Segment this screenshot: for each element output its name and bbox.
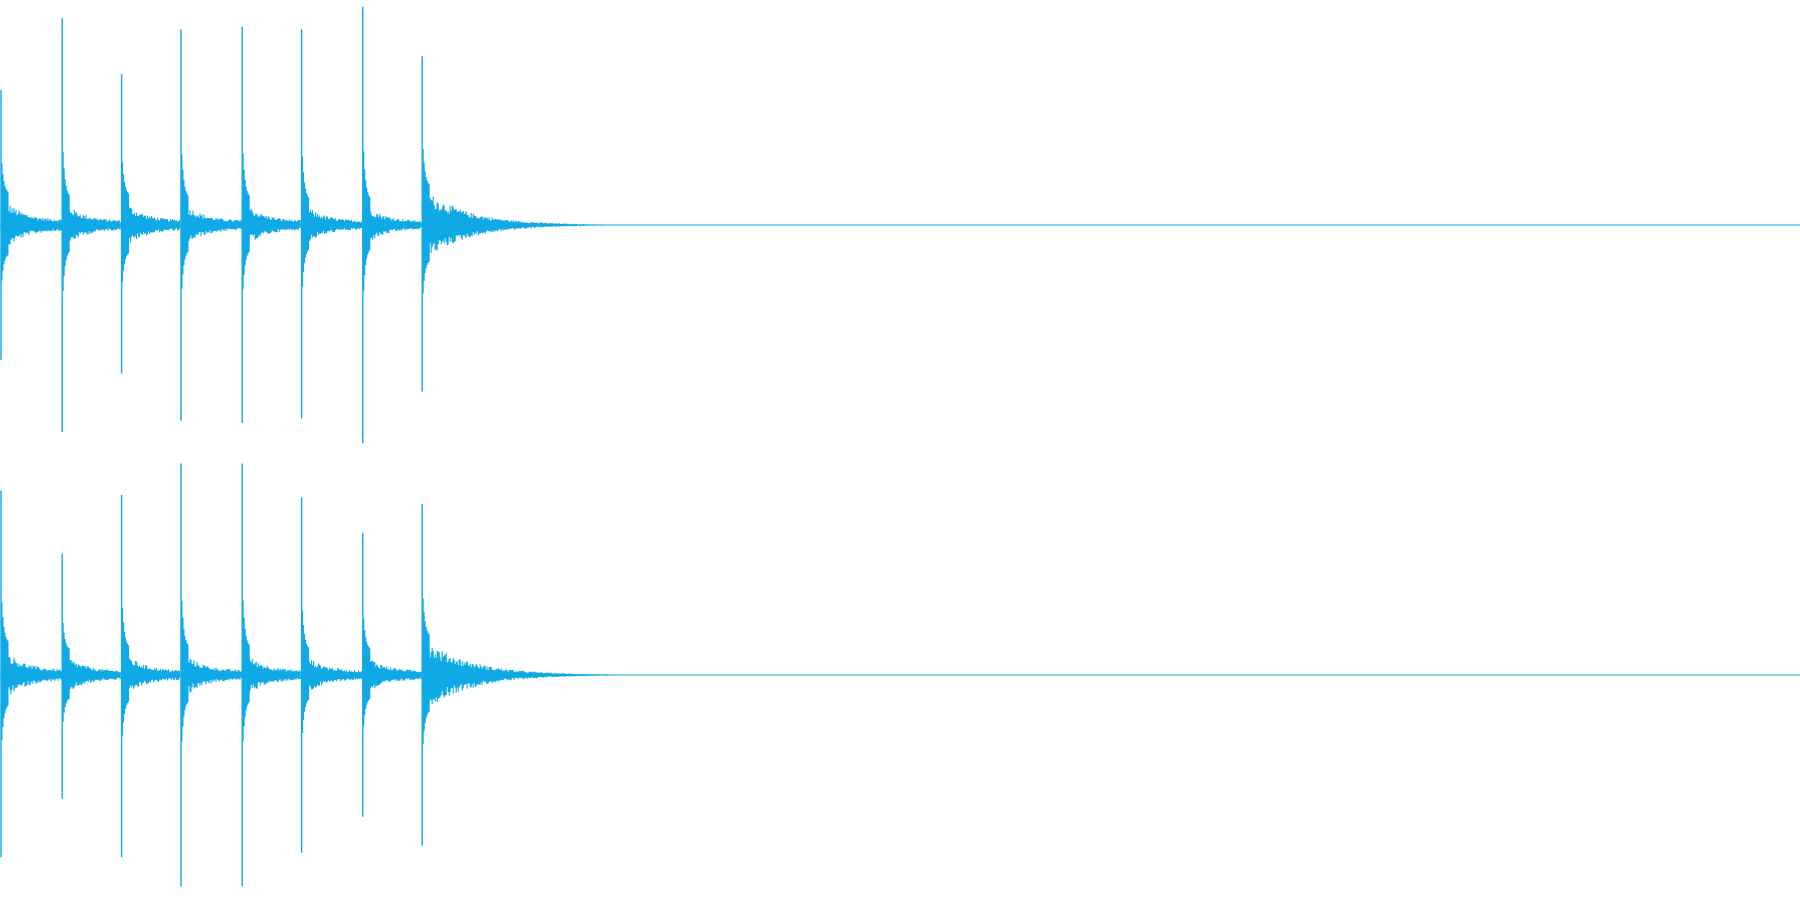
waveform-decay (241, 653, 301, 699)
waveform-decay (0, 199, 62, 254)
waveform-attack (422, 598, 430, 744)
waveform-decay (421, 189, 621, 259)
waveform-hit (362, 6, 422, 444)
waveform-decay (180, 204, 242, 245)
channel-left-waveform[interactable] (0, 6, 1800, 444)
waveform-decay (121, 201, 181, 252)
waveform-decay (61, 205, 121, 246)
waveform-attack (242, 153, 250, 290)
waveform-attack (302, 156, 310, 287)
waveform-decay (301, 203, 363, 247)
waveform-decay (301, 654, 363, 694)
waveform-hit (180, 463, 242, 887)
waveform-attack (62, 623, 70, 722)
waveform-hit (0, 90, 62, 360)
waveform-decay (362, 206, 422, 246)
waveform-hit (61, 553, 121, 799)
waveform-hit (300, 29, 363, 419)
waveform-hit (241, 27, 301, 423)
waveform-attack (363, 151, 371, 292)
waveform-attack (62, 151, 70, 291)
waveform-attack (122, 162, 130, 282)
waveform-decay (362, 652, 422, 697)
waveform-attack (181, 154, 189, 289)
waveform-decay (0, 651, 62, 703)
waveform-attack (181, 600, 189, 742)
waveform-hit (61, 18, 121, 432)
channel-right-waveform[interactable] (0, 463, 1800, 887)
waveform-decay (180, 651, 242, 699)
waveform-attack (1, 163, 9, 281)
waveform-hit (0, 490, 62, 858)
waveform-hit (300, 497, 363, 853)
waveform-attack (1, 602, 9, 741)
waveform-hit (362, 533, 422, 817)
waveform-attack (363, 618, 371, 726)
waveform-hit (421, 504, 630, 846)
waveform-hit (421, 56, 621, 392)
waveform-hit (120, 74, 181, 374)
waveform-attack (422, 149, 430, 294)
waveform-decay (421, 647, 630, 711)
waveform-hit (241, 463, 301, 887)
waveform-decay (121, 653, 181, 697)
waveform-decay (241, 201, 301, 249)
waveform-hit (120, 495, 181, 858)
waveform-decay (61, 653, 121, 693)
waveform-attack (302, 610, 310, 733)
waveform-hit (180, 29, 242, 421)
waveform-attack (122, 607, 130, 736)
waveform-attack (242, 600, 250, 742)
